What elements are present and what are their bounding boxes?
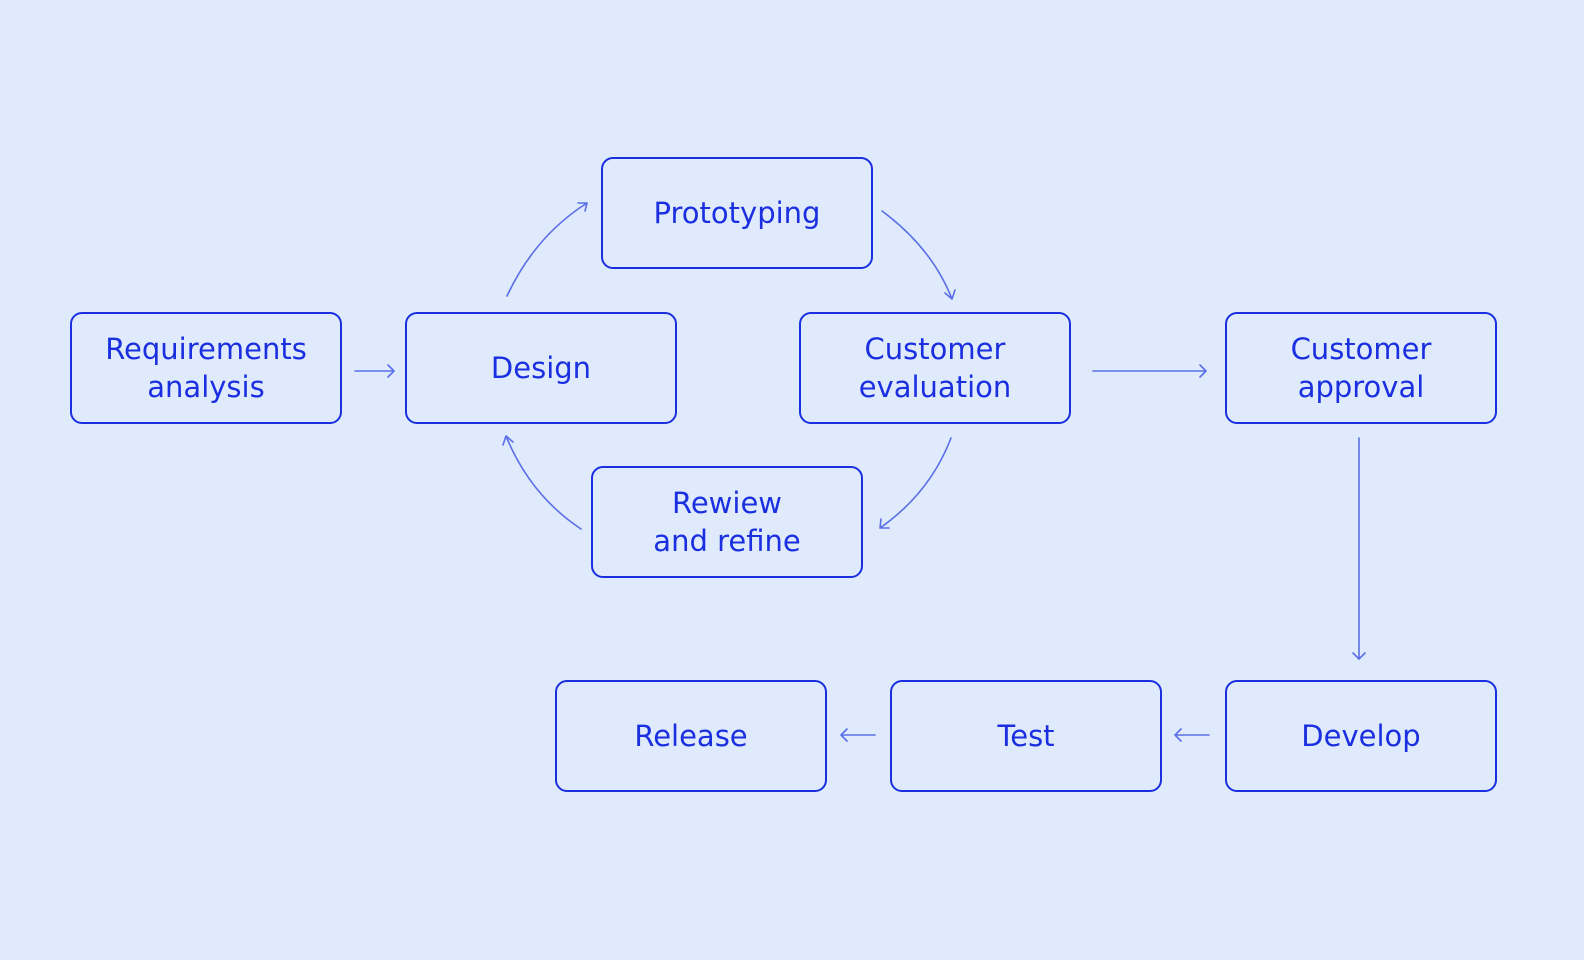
node-customer-evaluation: Customer evaluation — [799, 312, 1071, 424]
arrow-review-to-design — [502, 435, 582, 530]
node-design: Design — [405, 312, 677, 424]
node-release: Release — [555, 680, 827, 792]
arrow-evaluation-to-approval — [1092, 364, 1207, 378]
node-label: Test — [997, 719, 1055, 753]
arrow-requirements-to-design — [354, 364, 395, 378]
node-prototyping: Prototyping — [601, 157, 873, 269]
node-label: Customer evaluation — [858, 332, 1012, 404]
node-test: Test — [890, 680, 1162, 792]
node-label: Prototyping — [653, 196, 821, 230]
arrow-design-to-prototyping — [506, 202, 588, 297]
node-label: Customer approval — [1290, 332, 1432, 404]
arrow-develop-to-test — [1174, 728, 1210, 742]
node-label: Requirements analysis — [105, 332, 307, 404]
arrow-test-to-release — [840, 728, 876, 742]
node-develop: Develop — [1225, 680, 1497, 792]
arrow-prototyping-to-evaluation — [881, 210, 956, 300]
node-label: Rewiew and refine — [653, 486, 801, 558]
node-requirements-analysis: Requirements analysis — [70, 312, 342, 424]
arrow-approval-to-develop — [1352, 437, 1366, 660]
arrow-evaluation-to-review — [879, 437, 952, 529]
node-label: Release — [634, 719, 748, 753]
node-review-and-refine: Rewiew and refine — [591, 466, 863, 578]
node-label: Develop — [1301, 719, 1421, 753]
node-label: Design — [490, 351, 592, 385]
node-customer-approval: Customer approval — [1225, 312, 1497, 424]
